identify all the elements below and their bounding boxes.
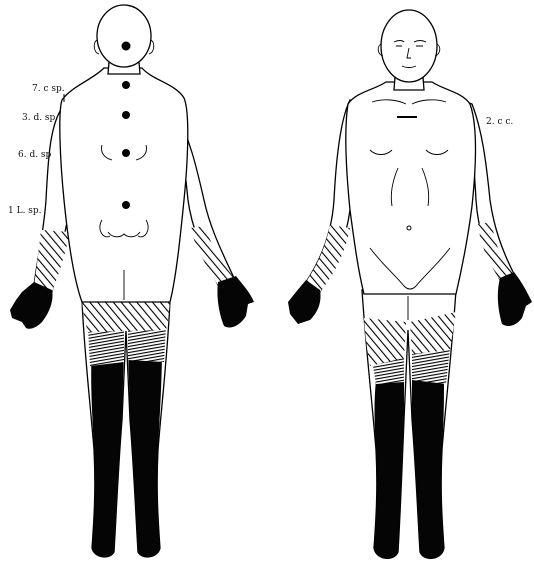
left-leg-back-solid bbox=[91, 345, 124, 557]
label-1-l-sp: 1 L. sp. bbox=[8, 206, 42, 216]
spine-dot-d3 bbox=[122, 111, 130, 119]
left-hand-back bbox=[10, 282, 53, 329]
spine-dot-c bbox=[122, 42, 131, 51]
spine-dot-c7 bbox=[122, 81, 130, 89]
thigh-hatching-back bbox=[82, 300, 170, 332]
right-leg-back-solid bbox=[128, 345, 162, 557]
spine-dot-l1 bbox=[122, 201, 130, 209]
left-hand-front bbox=[498, 272, 532, 326]
anterior-figure: 2. c c. bbox=[288, 10, 532, 558]
sternal-mark bbox=[397, 116, 417, 118]
label-6-d-sp: 6. d. sp bbox=[18, 150, 52, 160]
head-front bbox=[381, 10, 437, 82]
left-forearm-hatching bbox=[34, 230, 70, 292]
torso-front bbox=[346, 82, 476, 294]
posterior-figure: 7. c sp. 3. d. sp. 6. d. sp 1 L. sp. bbox=[8, 5, 254, 557]
left-leg-front-solid bbox=[412, 376, 444, 558]
label-2-cc: 2. c c. bbox=[486, 117, 513, 127]
head-back bbox=[97, 5, 151, 67]
label-7-c-sp: 7. c sp. bbox=[32, 84, 65, 94]
torso-back bbox=[60, 68, 188, 302]
right-forearm-front-hatching bbox=[306, 225, 350, 292]
spine-dot-d6 bbox=[122, 149, 130, 157]
label-3-d-sp: 3. d. sp. bbox=[22, 113, 58, 123]
right-hand-back bbox=[217, 276, 254, 328]
